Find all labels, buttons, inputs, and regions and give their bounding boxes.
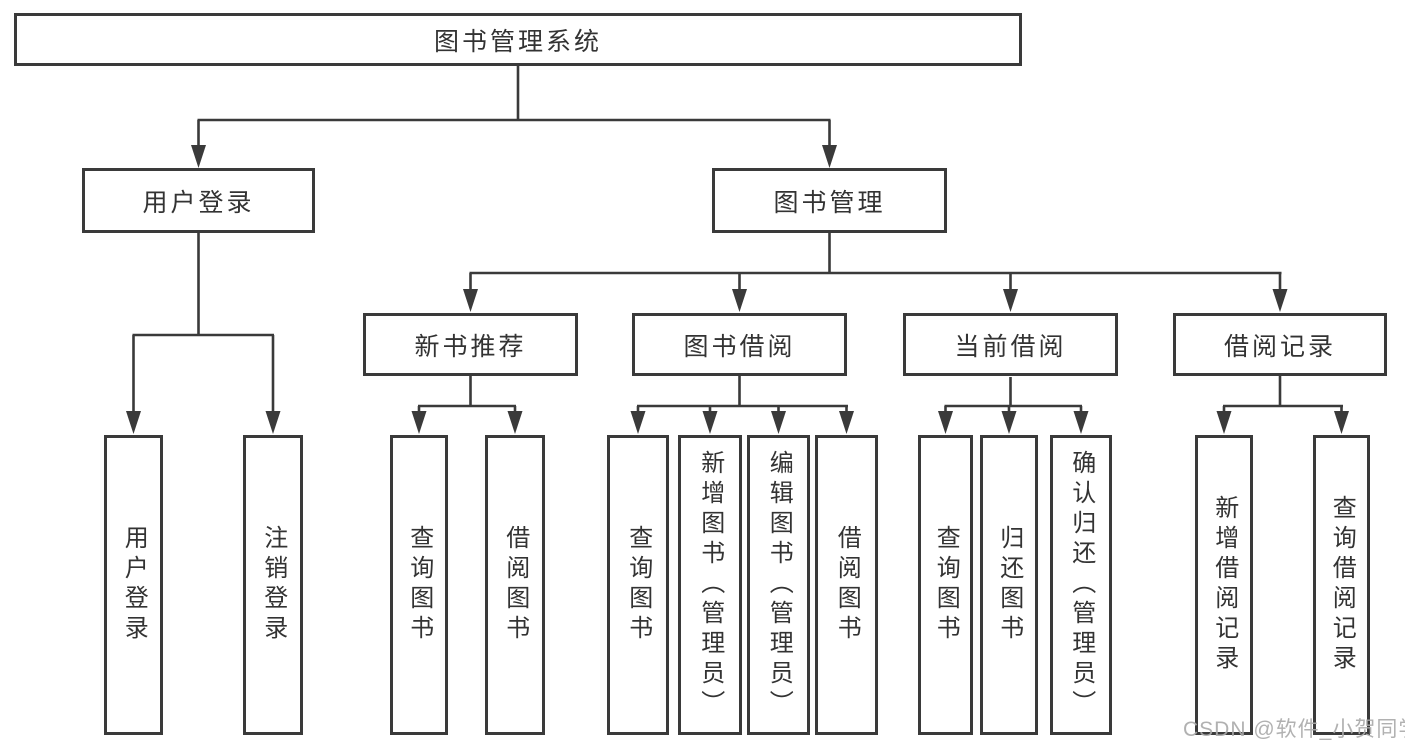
node-label: 新书推荐 bbox=[414, 332, 527, 361]
arrowhead bbox=[732, 289, 747, 312]
node-leaf-return-books: 归还图书 bbox=[980, 435, 1038, 735]
edge-bookmgmt-to-level3 bbox=[469, 233, 1282, 296]
node-label: 确认归还（管理员） bbox=[1067, 450, 1095, 720]
node-label: 用户登录 bbox=[142, 188, 255, 217]
node-label: 查询借阅记录 bbox=[1328, 495, 1356, 675]
edge-userlogin-to-leaves bbox=[132, 233, 275, 418]
arrowhead bbox=[1003, 289, 1018, 312]
arrowhead bbox=[702, 411, 718, 434]
node-label: 当前借阅 bbox=[954, 332, 1067, 361]
node-label: 查询图书 bbox=[932, 525, 960, 645]
node-label: 借阅记录 bbox=[1223, 332, 1336, 361]
node-label: 查询图书 bbox=[624, 525, 652, 645]
arrowhead bbox=[463, 289, 478, 312]
node-leaf-logout: 注销登录 bbox=[243, 435, 303, 735]
node-leaf-query-books-borrow: 查询图书 bbox=[607, 435, 669, 735]
node-label: 图书管理 bbox=[773, 188, 886, 217]
connector-arrowheads bbox=[126, 145, 1349, 434]
arrowhead bbox=[771, 411, 786, 434]
node-leaf-borrow-books-recommend: 借阅图书 bbox=[485, 435, 545, 735]
edge-records-to-leaves bbox=[1222, 376, 1343, 418]
node-label: 新增借阅记录 bbox=[1210, 495, 1238, 675]
node-leaf-query-borrow-record: 查询借阅记录 bbox=[1313, 435, 1370, 735]
node-leaf-query-books-current: 查询图书 bbox=[918, 435, 973, 735]
node-leaf-edit-books-admin: 编辑图书（管理员） bbox=[747, 435, 810, 735]
node-user-login: 用户登录 bbox=[82, 168, 315, 233]
node-library-management-system: 图书管理系统 bbox=[14, 13, 1022, 66]
arrowhead bbox=[630, 411, 646, 434]
edge-bookborrow-to-leaves bbox=[636, 376, 848, 418]
edge-newbooks-to-leaves bbox=[417, 376, 517, 418]
arrowhead bbox=[1073, 411, 1089, 434]
node-leaf-add-borrow-record: 新增借阅记录 bbox=[1195, 435, 1253, 735]
node-leaf-confirm-return-admin: 确认归还（管理员） bbox=[1050, 435, 1112, 735]
arrowhead bbox=[507, 411, 523, 434]
node-label: 注销登录 bbox=[259, 525, 287, 645]
edge-root-to-level2 bbox=[197, 66, 831, 152]
node-leaf-borrow-books: 借阅图书 bbox=[815, 435, 878, 735]
node-borrowing-records: 借阅记录 bbox=[1173, 313, 1387, 376]
arrowhead bbox=[1216, 411, 1232, 434]
node-label: 借阅图书 bbox=[833, 525, 861, 645]
node-label: 图书借阅 bbox=[683, 332, 796, 361]
node-leaf-add-books-admin: 新增图书（管理员） bbox=[678, 435, 742, 735]
arrowhead bbox=[1272, 289, 1288, 312]
node-label: 查询图书 bbox=[405, 525, 433, 645]
arrowhead bbox=[1001, 411, 1017, 434]
node-book-borrowing: 图书借阅 bbox=[632, 313, 847, 376]
node-label: 借阅图书 bbox=[501, 525, 529, 645]
node-label: 图书管理系统 bbox=[433, 27, 602, 56]
arrowhead bbox=[822, 145, 837, 168]
node-new-book-recommend: 新书推荐 bbox=[363, 313, 578, 376]
node-current-borrowing: 当前借阅 bbox=[903, 313, 1118, 376]
node-label: 编辑图书（管理员） bbox=[765, 450, 793, 720]
connector-edges bbox=[132, 66, 1343, 418]
arrowhead bbox=[1334, 411, 1349, 434]
watermark: CSDN @软件_小贺同学 bbox=[1183, 718, 1405, 741]
arrowhead bbox=[126, 411, 141, 434]
node-leaf-user-login: 用户登录 bbox=[104, 435, 163, 735]
node-label: 用户登录 bbox=[120, 525, 148, 645]
arrowhead bbox=[839, 411, 854, 434]
node-leaf-query-books-recommend: 查询图书 bbox=[390, 435, 448, 735]
node-label: 新增图书（管理员） bbox=[696, 450, 724, 720]
arrowhead bbox=[938, 411, 953, 434]
arrowhead bbox=[265, 411, 281, 434]
node-label: 归还图书 bbox=[995, 525, 1023, 645]
arrowhead bbox=[191, 145, 206, 168]
node-book-management: 图书管理 bbox=[712, 168, 947, 233]
arrowhead bbox=[411, 411, 427, 434]
